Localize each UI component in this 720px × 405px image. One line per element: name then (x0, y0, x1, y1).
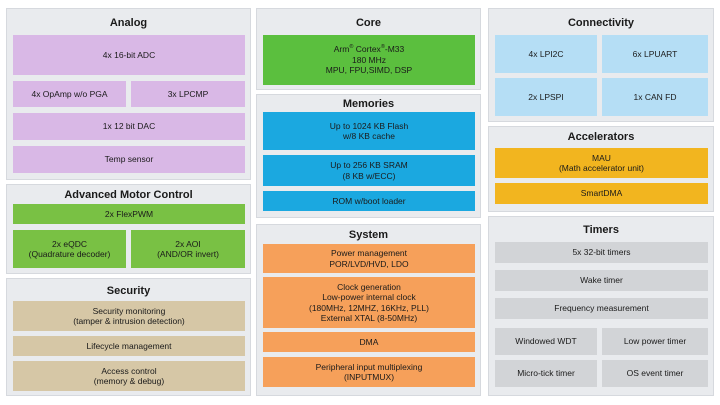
temp-sensor-block: Temp sensor (13, 146, 245, 173)
micro-tick-timer-block: Micro-tick timer (495, 360, 597, 387)
accelerators-title: Accelerators (567, 131, 635, 143)
system-title: System (348, 229, 389, 241)
can-fd-block: 1x CAN FD (602, 78, 708, 116)
system-panel: System Power management POR/LVD/HVD, LDO… (256, 224, 481, 396)
lpuart-block: 6x LPUART (602, 35, 708, 73)
opamp-block: 4x OpAmp w/o PGA (13, 81, 126, 107)
eqdc-block: 2x eQDC (Quadrature decoder) (13, 230, 126, 268)
cpu-block: Arm® Cortex®-M33 180 MHz MPU, FPU,SIMD, … (263, 35, 475, 85)
lifecycle-block: Lifecycle management (13, 336, 245, 356)
rom-block: ROM w/boot loader (263, 191, 475, 211)
security-title: Security (106, 285, 151, 297)
security-monitoring-block: Security monitoring (tamper & intrusion … (13, 301, 245, 331)
memories-panel: Memories Up to 1024 KB Flash w/8 KB cach… (256, 94, 481, 218)
os-event-timer-block: OS event timer (602, 360, 708, 387)
lpspi-block: 2x LPSPI (495, 78, 597, 116)
connectivity-panel: Connectivity 4x LPI2C 6x LPUART 2x LPSPI… (488, 8, 714, 122)
clock-generation-block: Clock generation Low-power internal cloc… (263, 277, 475, 328)
inputmux-block: Peripheral input multiplexing (INPUTMUX) (263, 357, 475, 387)
cpu-name: Arm® Cortex®-M33 (333, 44, 405, 55)
security-panel: Security Security monitoring (tamper & i… (6, 278, 251, 396)
analog-title: Analog (109, 17, 148, 29)
lpcmp-block: 3x LPCMP (131, 81, 245, 107)
mau-block: MAU (Math accelerator unit) (495, 148, 708, 178)
dac-block: 1x 12 bit DAC (13, 113, 245, 140)
sram-block: Up to 256 KB SRAM (8 KB w/ECC) (263, 155, 475, 186)
low-power-timer-block: Low power timer (602, 328, 708, 355)
motor-control-panel: Advanced Motor Control 2x FlexPWM 2x eQD… (6, 184, 251, 274)
connectivity-title: Connectivity (567, 17, 634, 29)
analog-panel: Analog 4x 16-bit ADC 4x OpAmp w/o PGA 3x… (6, 8, 251, 180)
memories-title: Memories (342, 98, 395, 110)
wake-timer-block: Wake timer (495, 270, 708, 291)
flexpwm-block: 2x FlexPWM (13, 204, 245, 224)
power-management-block: Power management POR/LVD/HVD, LDO (263, 244, 475, 273)
lpi2c-block: 4x LPI2C (495, 35, 597, 73)
dma-block: DMA (263, 332, 475, 352)
adc-block: 4x 16-bit ADC (13, 35, 245, 75)
windowed-wdt-block: Windowed WDT (495, 328, 597, 355)
frequency-measurement-block: Frequency measurement (495, 298, 708, 319)
access-control-block: Access control (memory & debug) (13, 361, 245, 391)
core-title: Core (355, 17, 382, 29)
timers-panel: Timers 5x 32-bit timers Wake timer Frequ… (488, 216, 714, 396)
timer-32bit-block: 5x 32-bit timers (495, 242, 708, 263)
cpu-features: MPU, FPU,SIMD, DSP (325, 65, 413, 76)
aoi-block: 2x AOI (AND/OR invert) (131, 230, 245, 268)
cpu-frequency: 180 MHz (351, 54, 386, 65)
motor-control-title: Advanced Motor Control (64, 189, 193, 201)
core-panel: Core Arm® Cortex®-M33 180 MHz MPU, FPU,S… (256, 8, 481, 90)
flash-block: Up to 1024 KB Flash w/8 KB cache (263, 112, 475, 150)
timers-title: Timers (583, 224, 619, 236)
accelerators-panel: Accelerators MAU (Math accelerator unit)… (488, 126, 714, 212)
smartdma-block: SmartDMA (495, 183, 708, 204)
